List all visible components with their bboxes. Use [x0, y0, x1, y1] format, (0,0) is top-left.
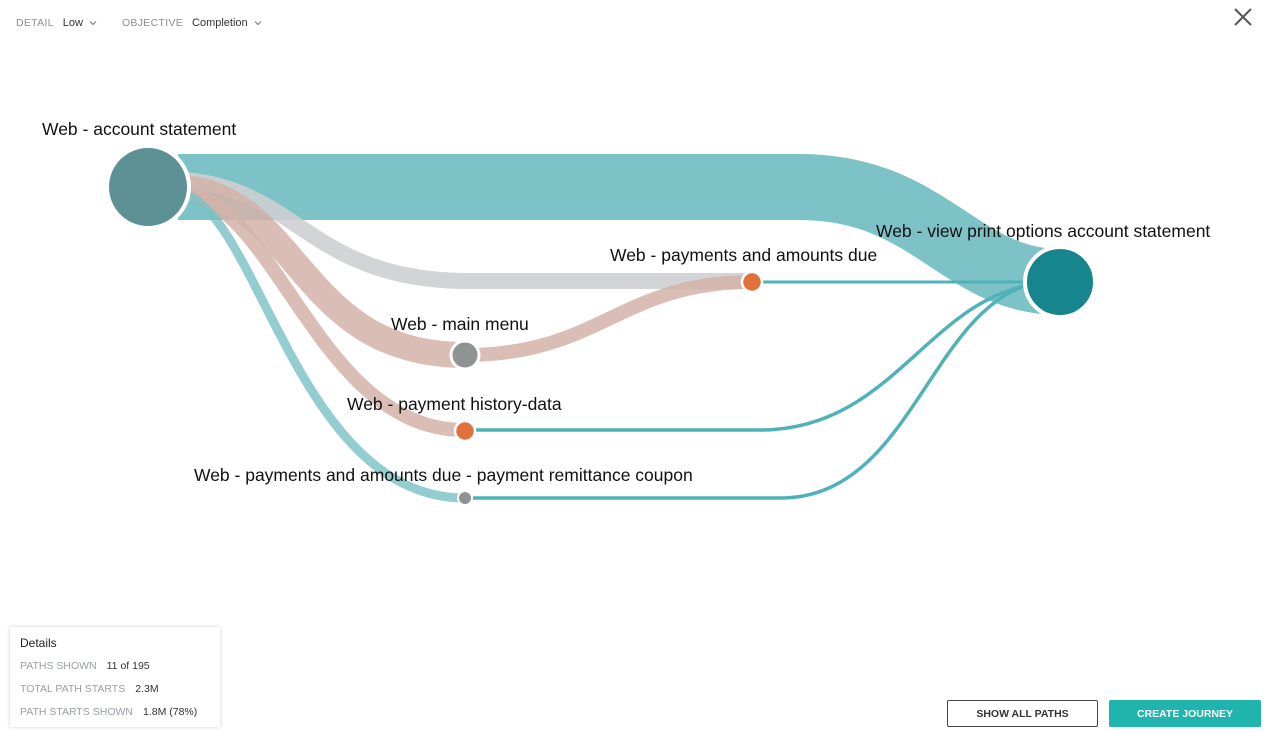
details-value: 11 of 195	[106, 660, 150, 672]
flow-start-to-main-menu[interactable]	[183, 175, 466, 368]
detail-filter[interactable]: DETAIL Low	[16, 17, 98, 29]
chevron-down-icon[interactable]	[253, 18, 263, 28]
label-payment-history: Web - payment history-data	[347, 394, 562, 414]
node-payment-history[interactable]	[453, 419, 477, 443]
label-remittance: Web - payments and amounts due - payment…	[194, 465, 693, 485]
label-main-menu: Web - main menu	[391, 314, 529, 334]
flow-main-menu-to-payments-due[interactable]	[464, 275, 753, 362]
label-payments-due: Web - payments and amounts due	[610, 245, 877, 265]
details-value: 2.3M	[135, 683, 159, 695]
label-view-print-options: Web - view print options account stateme…	[876, 221, 1210, 241]
close-icon[interactable]	[1232, 6, 1254, 28]
details-key: PATH STARTS SHOWN	[20, 706, 133, 718]
show-all-paths-button[interactable]: SHOW ALL PATHS	[947, 700, 1098, 727]
flow-payment-history-to-end[interactable]	[465, 280, 1056, 432]
flow-start-to-remittance[interactable]	[183, 189, 466, 503]
details-key: TOTAL PATH STARTS	[20, 683, 126, 695]
label-account-statement: Web - account statement	[42, 119, 236, 139]
details-panel: Details PATHS SHOWN 11 of 195 TOTAL PATH…	[10, 627, 220, 727]
chevron-down-icon[interactable]	[88, 18, 98, 28]
node-main-menu[interactable]	[449, 339, 481, 371]
create-journey-button[interactable]: CREATE JOURNEY	[1109, 700, 1261, 727]
flow-start-to-payment-history[interactable]	[183, 185, 466, 437]
node-view-print-options[interactable]	[1023, 245, 1097, 319]
node-payments-due[interactable]	[740, 270, 764, 294]
details-row-paths-shown: PATHS SHOWN 11 of 195	[20, 660, 150, 672]
details-title: Details	[20, 636, 57, 650]
objective-filter[interactable]: OBJECTIVE Completion	[122, 17, 263, 29]
details-row-path-starts-shown: PATH STARTS SHOWN 1.8M (78%)	[20, 706, 197, 718]
details-value: 1.8M (78%)	[142, 706, 198, 718]
objective-filter-value[interactable]: Completion	[192, 17, 248, 29]
flow-start-to-end[interactable]	[177, 153, 1062, 315]
detail-filter-value[interactable]: Low	[62, 17, 83, 29]
node-account-statement[interactable]	[105, 144, 191, 230]
objective-filter-label: OBJECTIVE	[121, 17, 184, 29]
detail-filter-label: DETAIL	[16, 17, 54, 29]
details-key: PATHS SHOWN	[20, 660, 97, 672]
details-row-total-path-starts: TOTAL PATH STARTS 2.3M	[20, 683, 159, 695]
flow-remittance-to-end[interactable]	[465, 278, 1056, 500]
node-remittance[interactable]	[457, 490, 473, 506]
filter-bar: DETAIL Low OBJECTIVE Completion	[16, 14, 281, 32]
